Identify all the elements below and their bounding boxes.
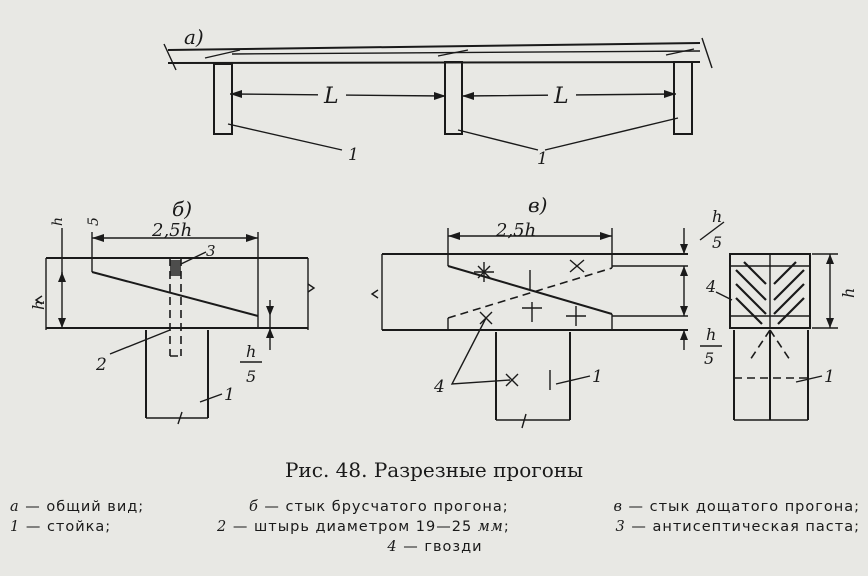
post-b-leader (199, 393, 223, 403)
legend-item-1: 1 — стойка; (10, 519, 112, 535)
figure-legend: а — общий вид; б — стык брусчатого прого… (10, 497, 860, 557)
post-middle (444, 61, 463, 135)
span-label-left: L (323, 84, 339, 109)
beam-top-line (167, 42, 701, 51)
plank-h5-top-num: h (712, 207, 722, 226)
h5-top-dim (58, 228, 66, 274)
break-mark-right (307, 283, 316, 293)
callout-post-a2: 1 (537, 149, 548, 169)
section-hidden-lines (734, 329, 808, 379)
nail-leaders (450, 317, 511, 385)
callout-paste: 3 (206, 242, 216, 260)
post-left (213, 63, 233, 135)
paste-leader (180, 251, 207, 265)
plank-lap-label: 2,5h (495, 220, 536, 241)
panel-a-general-view: а) L L 1 1 (163, 25, 713, 169)
antiseptic-paste (170, 260, 181, 276)
callout-post-a1: 1 (348, 145, 359, 165)
section-nail-leader (715, 291, 733, 301)
section-post (733, 330, 809, 420)
beam-inner-line (231, 50, 701, 55)
callout-post-section: 1 (824, 367, 835, 387)
panel-b-timber-joint: б) 2,5h h 5 h h 5 2 3 (29, 197, 316, 425)
h5-top-den: 5 (86, 217, 102, 226)
span-label-right: L (553, 84, 569, 109)
legend-item-b: б — стык брусчатого прогона; (248, 499, 509, 515)
post-v-leader (555, 375, 591, 385)
panel-v-label: в) (528, 193, 547, 217)
break-mark-left (34, 295, 43, 305)
legend-row-2: 1 — стойка; 2 — штырь диаметром 19—25 мм… (10, 517, 860, 537)
cross-section: h 4 1 (705, 253, 858, 421)
plank-scarf-ends (447, 254, 613, 330)
post-leaders (227, 117, 679, 151)
plank-h5-bottom-num: h (706, 325, 716, 344)
plank-h5-bottom-den: 5 (704, 349, 714, 368)
legend-item-3: 3 — антисептическая паста; (615, 519, 860, 535)
section-height-dim (812, 253, 838, 329)
beam-joints (204, 48, 695, 59)
section-h-label: h (839, 288, 858, 298)
figure-caption: Рис. 48. Разрезные прогоны (284, 458, 584, 482)
legend-item-4: 4 — гвозди (387, 539, 483, 555)
section-hatching (735, 261, 805, 325)
scarf-ends (91, 258, 259, 328)
plank-h5-top-bar (699, 221, 725, 241)
h5-bottom-arrows (266, 306, 274, 338)
post-v-break (496, 413, 570, 429)
panel-v-plank-joint: в) 2,5h h 5 h 5 4 (370, 193, 725, 429)
panel-a-label: а) (184, 25, 204, 49)
post-v (495, 332, 571, 420)
pin-leader (109, 329, 171, 355)
callout-pin: 2 (95, 355, 107, 375)
plank-hidden-scarf (447, 267, 613, 319)
lap-dimension-line (91, 232, 259, 316)
beam-bottom-line (167, 61, 701, 64)
h5-top-num: h (50, 217, 66, 226)
section-post-leader (795, 375, 823, 383)
callout-post-b: 1 (224, 385, 235, 405)
post-b (145, 330, 209, 418)
plank-beam-outline (382, 253, 688, 331)
beam-outline (46, 257, 308, 329)
h5-bottom-den: 5 (246, 367, 256, 386)
legend-item-a: а — общий вид; (10, 499, 145, 515)
lap-label: 2,5h (151, 220, 192, 241)
h5-bottom-num: h (246, 342, 256, 361)
span-dimension-line (229, 93, 677, 97)
legend-row-1: а — общий вид; б — стык брусчатого прого… (10, 497, 860, 517)
nail-marks (474, 259, 586, 390)
plank-layers (612, 265, 688, 317)
callout-nails-section: 4 (705, 277, 716, 296)
section-planks (730, 254, 810, 328)
panel-b-label: б) (172, 197, 192, 221)
plank-break-mark (370, 289, 379, 299)
legend-item-2: 2 — штырь диаметром 19—25 мм; (217, 519, 510, 535)
h-left-label: h (29, 300, 48, 310)
legend-row-3: 4 — гвозди (10, 537, 860, 557)
beam-ends (45, 258, 309, 330)
callout-post-v: 1 (592, 367, 603, 387)
beam-break-marks (163, 37, 713, 71)
callout-nails-v: 4 (433, 377, 445, 397)
post-b-break (146, 411, 208, 425)
plank-lap-dim (447, 228, 613, 254)
legend-item-v: в — стык дощатого прогона; (613, 499, 860, 515)
post-right (673, 61, 693, 135)
scarf-line (91, 271, 259, 317)
plank-h5-top-den: 5 (712, 233, 722, 252)
